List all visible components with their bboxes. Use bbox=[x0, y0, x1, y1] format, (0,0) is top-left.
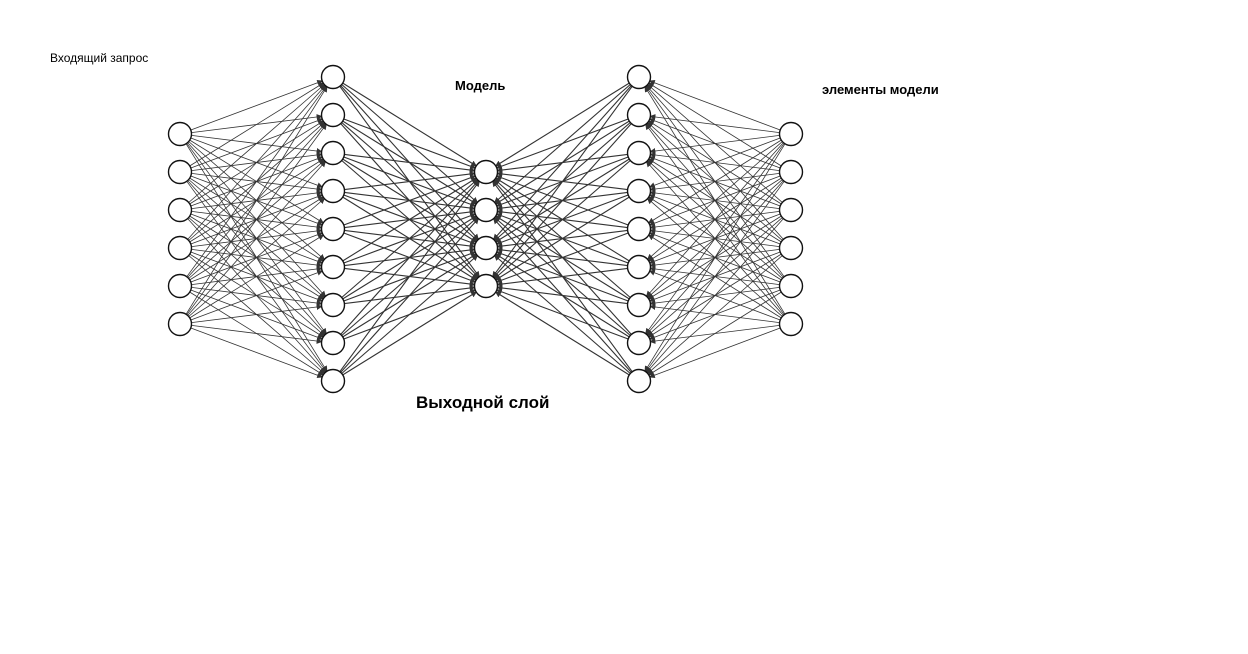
connection-line bbox=[649, 325, 780, 344]
input-request-label: Входящий запрос bbox=[50, 51, 149, 65]
connection-line bbox=[494, 177, 630, 262]
connection-line bbox=[494, 291, 630, 376]
connection-line bbox=[493, 254, 631, 374]
connection-line bbox=[493, 217, 632, 373]
connection-line bbox=[189, 234, 325, 319]
neuron-node-layer-3 bbox=[473, 197, 499, 223]
connection-line bbox=[649, 304, 780, 323]
connection-line bbox=[648, 79, 781, 131]
model-elements-label: элементы модели bbox=[822, 82, 939, 97]
neuron-node-layer-1 bbox=[167, 121, 193, 147]
connection-line bbox=[645, 85, 785, 277]
neuron-node-layer-2 bbox=[320, 368, 346, 394]
neuron-node-layer-4 bbox=[626, 330, 652, 356]
neuron-node-layer-4 bbox=[626, 368, 652, 394]
connection-line bbox=[493, 179, 632, 335]
connection-line bbox=[646, 83, 783, 203]
neuron-node-layer-4 bbox=[626, 292, 652, 318]
neuron-node-layer-3 bbox=[473, 273, 499, 299]
neuron-node-layer-2 bbox=[320, 254, 346, 280]
connection-line bbox=[645, 84, 784, 240]
connection-line bbox=[339, 180, 480, 373]
neuron-node-layer-2 bbox=[320, 102, 346, 128]
neuron-node-layer-4 bbox=[626, 216, 652, 242]
connection-line bbox=[645, 123, 785, 315]
neuron-node-layer-4 bbox=[626, 102, 652, 128]
connection-line bbox=[190, 327, 324, 379]
connection-line bbox=[342, 177, 478, 262]
connection-line bbox=[185, 85, 328, 315]
neuron-node-layer-4 bbox=[626, 254, 652, 280]
connection-line bbox=[340, 179, 479, 335]
connection-line bbox=[648, 269, 781, 321]
neuron-node-layer-2 bbox=[320, 292, 346, 318]
connection-line bbox=[188, 83, 326, 203]
neuron-node-layer-5 bbox=[778, 235, 804, 261]
model-label: Модель bbox=[455, 78, 506, 93]
neuron-node-layer-1 bbox=[167, 235, 193, 261]
connection-line bbox=[342, 291, 478, 376]
connection-line bbox=[645, 160, 784, 316]
connection-line bbox=[496, 171, 628, 191]
neuron-node-layer-1 bbox=[167, 311, 193, 337]
connection-line bbox=[188, 197, 326, 317]
neuron-node-layer-5 bbox=[778, 311, 804, 337]
connection-line bbox=[189, 82, 325, 167]
connection-line bbox=[648, 327, 781, 379]
connection-line bbox=[343, 174, 477, 226]
connection-line bbox=[344, 153, 476, 173]
connection-line bbox=[191, 325, 323, 344]
neuron-node-layer-1 bbox=[167, 159, 193, 185]
connection-line bbox=[644, 85, 786, 315]
connection-line bbox=[646, 197, 783, 317]
connection-line bbox=[186, 123, 327, 315]
neuron-node-layer-5 bbox=[778, 159, 804, 185]
output-layer-label: Выходной слой bbox=[416, 393, 550, 412]
connection-line bbox=[494, 82, 630, 167]
connection-line bbox=[186, 85, 327, 277]
neuron-node-layer-5 bbox=[778, 197, 804, 223]
neuron-node-layer-5 bbox=[778, 273, 804, 299]
connection-line bbox=[343, 118, 477, 170]
connection-line bbox=[190, 79, 324, 131]
connection-line bbox=[341, 254, 479, 374]
neuron-node-layer-4 bbox=[626, 140, 652, 166]
connection-line bbox=[341, 178, 479, 298]
connection-line bbox=[342, 82, 478, 167]
connection-line bbox=[495, 118, 629, 170]
connection-line bbox=[191, 304, 323, 323]
connection-line bbox=[496, 153, 628, 173]
neuron-node-layer-1 bbox=[167, 273, 193, 299]
neuron-node-layer-2 bbox=[320, 330, 346, 356]
neurons bbox=[167, 64, 804, 394]
neuron-node-layer-2 bbox=[320, 216, 346, 242]
neuron-node-layer-4 bbox=[626, 178, 652, 204]
neuron-node-layer-1 bbox=[167, 197, 193, 223]
neuron-node-layer-2 bbox=[320, 64, 346, 90]
neuron-node-layer-4 bbox=[626, 64, 652, 90]
connections bbox=[185, 79, 786, 379]
connection-line bbox=[187, 160, 326, 316]
connection-line bbox=[495, 174, 629, 226]
neuron-node-layer-5 bbox=[778, 121, 804, 147]
connection-line bbox=[340, 217, 479, 373]
connection-line bbox=[187, 84, 326, 240]
neuron-node-layer-3 bbox=[473, 159, 499, 185]
connection-line bbox=[647, 234, 782, 319]
connection-line bbox=[647, 82, 782, 167]
connection-line bbox=[344, 171, 476, 191]
neuron-node-layer-3 bbox=[473, 235, 499, 261]
connection-line bbox=[493, 178, 631, 298]
neuron-node-layer-2 bbox=[320, 140, 346, 166]
connection-line bbox=[492, 180, 633, 373]
neuron-node-layer-2 bbox=[320, 178, 346, 204]
connection-line bbox=[190, 269, 324, 321]
